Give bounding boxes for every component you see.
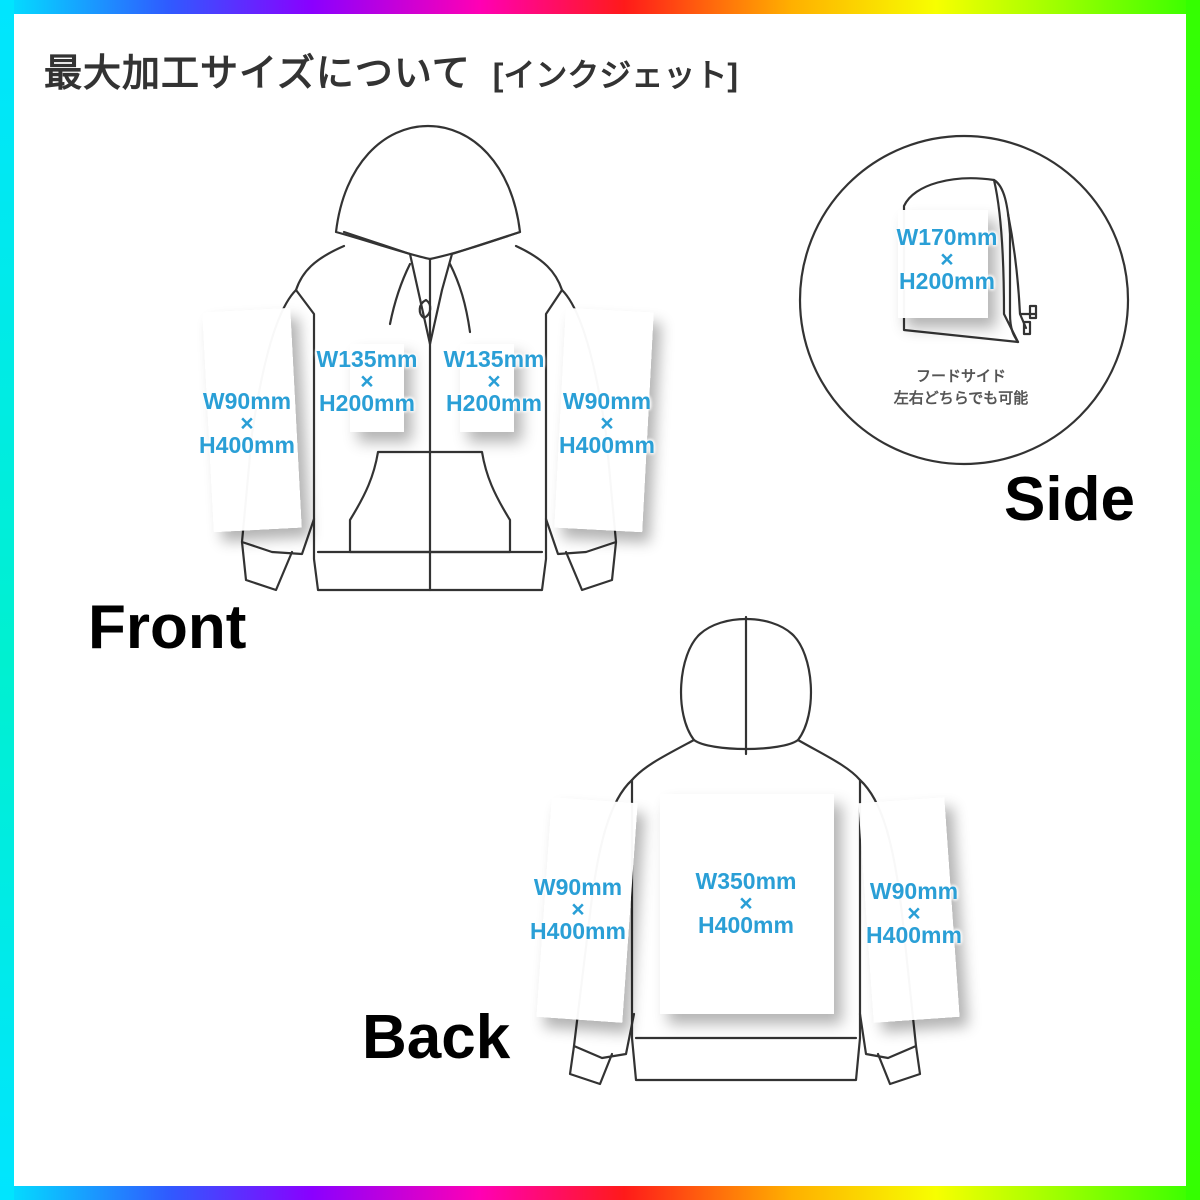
front-right-chest-size: W135mm × H200mm [443,346,545,416]
title-method: [インクジェット] [492,57,739,93]
size-times: × [360,368,374,394]
back-left-cuff [568,1044,614,1086]
front-right-sleeve-size: W90mm × H400mm [559,388,655,458]
side-drawstring-tip-2 [1022,320,1032,336]
side-note: フードサイド 左右どちらでも可能 [894,366,1029,410]
front-kangaroo-pocket [348,450,512,554]
back-hood-outline [679,618,813,751]
side-hood-illustration [798,134,1130,466]
size-width: W350mm [695,868,797,894]
size-width: W90mm [562,388,652,414]
size-width: W90mm [533,874,623,900]
side-view-label: Side [1004,465,1135,534]
size-height: H400mm [866,922,962,948]
back-body-size: W350mm × H400mm [695,868,797,938]
size-times: × [600,410,614,436]
size-height: H200mm [319,390,415,416]
size-height: H200mm [899,268,995,294]
front-right-chest-print-area [460,344,514,432]
rainbow-border-right [1186,0,1200,1200]
size-width: W135mm [316,346,418,372]
size-times: × [907,900,921,926]
front-left-chest-print-area [350,344,404,432]
side-hood-print-area [898,210,988,318]
front-view-label: Front [88,593,247,662]
front-drawstring-left [388,262,412,326]
rainbow-border-left [0,0,14,1200]
front-zipper-pull [418,298,432,320]
size-height: H400mm [698,912,794,938]
front-left-chest-size: W135mm × H200mm [316,346,418,416]
size-height: H400mm [530,918,626,944]
side-hood-size: W170mm × H200mm [896,224,998,294]
back-body-print-area [660,794,834,1014]
front-right-cuff [564,540,618,592]
size-width: W170mm [896,224,998,250]
back-left-sleeve-size: W90mm × H400mm [530,874,626,944]
size-times: × [739,890,753,916]
side-note-line1: フードサイド [915,368,1006,385]
size-times: × [240,410,254,436]
side-note-line2: 左右どちらでも可能 [893,390,1029,407]
page-title: 最大加工サイズについて [インクジェット] [44,42,738,97]
front-hood-outline [334,124,522,261]
title-text: 最大加工サイズについて [44,53,471,95]
front-left-cuff [240,540,294,592]
size-times: × [487,368,501,394]
back-right-sleeve-size: W90mm × H400mm [866,878,962,948]
back-right-cuff [876,1044,922,1086]
size-height: H400mm [559,432,655,458]
side-drawstring-tip-1 [1028,304,1038,320]
size-width: W90mm [869,878,959,904]
back-body-outline [630,738,862,1082]
size-times: × [571,896,585,922]
size-times: × [940,246,954,272]
diagram-panel: 最大加工サイズについて [インクジェット] W90mm × H400mm W135… [14,14,1186,1186]
side-detail-circle [798,134,1130,466]
size-height: H200mm [446,390,542,416]
size-height: H400mm [199,432,295,458]
front-left-sleeve-size: W90mm × H400mm [199,388,295,458]
back-view-label: Back [362,1003,511,1072]
size-width: W90mm [202,388,292,414]
size-width: W135mm [443,346,545,372]
side-hood-opening [992,178,1020,344]
front-drawstring-right [448,262,472,334]
